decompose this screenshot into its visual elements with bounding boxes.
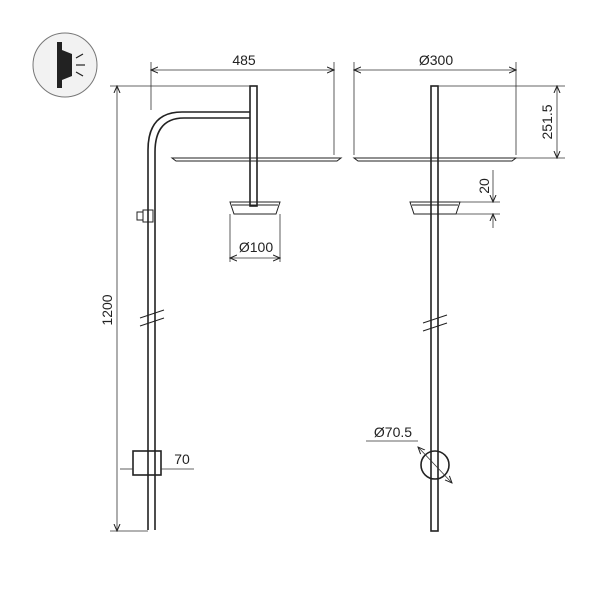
dim-height-label: 1200 — [99, 294, 115, 325]
wall-pole-inner — [154, 117, 250, 530]
dim-shade-height-label: 251.5 — [539, 104, 555, 139]
front-lamp-head — [409, 201, 461, 215]
front-shade-disc — [352, 157, 518, 162]
wall-pole — [147, 111, 250, 530]
dim-shade-diameter-label: Ø300 — [419, 52, 453, 68]
pole-clip — [136, 211, 144, 221]
front-break-mark — [422, 314, 448, 324]
lamp-head — [229, 201, 281, 215]
shade-disc — [170, 157, 343, 162]
dim-head-diameter-label: Ø100 — [239, 239, 273, 255]
front-view: Ø300 251.5 20 Ø70.5 — [352, 52, 565, 532]
base-block — [132, 450, 162, 476]
break-mark — [139, 309, 165, 319]
dim-base-diameter-label: Ø70.5 — [374, 424, 412, 440]
stem — [249, 85, 258, 207]
wall-mount-light-icon — [32, 32, 98, 98]
dim-base-width-label: 70 — [174, 451, 190, 467]
front-pole — [430, 85, 439, 532]
dim-width-label: 485 — [232, 52, 256, 68]
side-view: 485 1200 Ø100 70 — [99, 52, 343, 531]
dim-head-depth-label: 20 — [476, 178, 492, 194]
